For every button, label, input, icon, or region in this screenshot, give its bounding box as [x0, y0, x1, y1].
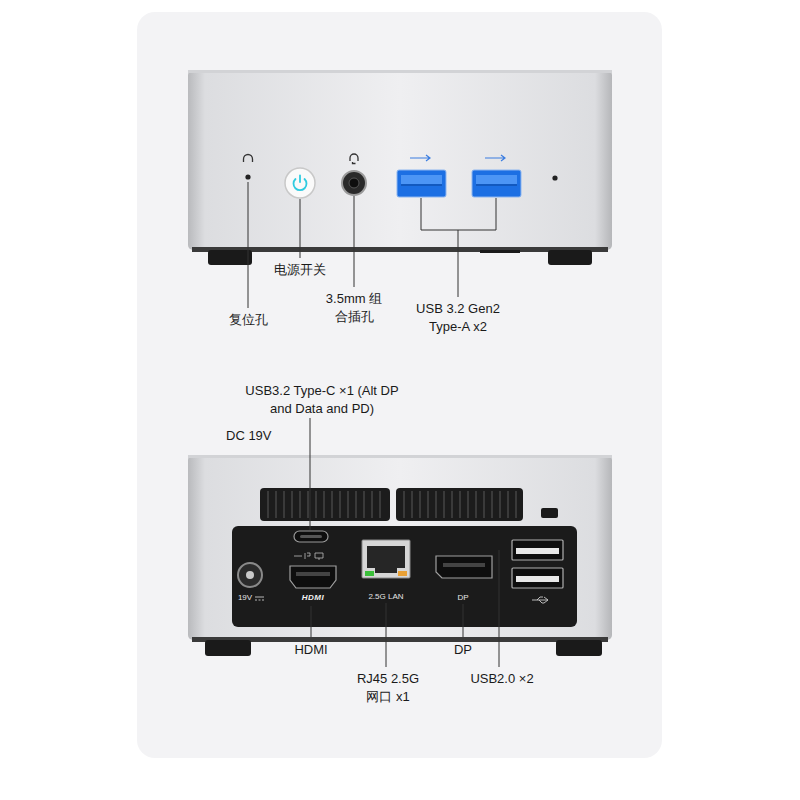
power-button-part: [285, 168, 315, 198]
leader-line-part: [248, 182, 249, 308]
usb-a-port-part: [476, 184, 517, 186]
part-label: 电源开关: [274, 261, 326, 279]
front-housing-part: [548, 250, 592, 265]
status-led: [552, 175, 557, 180]
leader-line-part: [421, 198, 496, 230]
reset-hole: [244, 155, 253, 180]
dp-port: [436, 556, 492, 578]
dc-jack-part: [246, 571, 254, 579]
audio-jack-part: [349, 178, 359, 188]
leader-line-part: [499, 550, 500, 667]
rj45-port-part: [362, 540, 410, 578]
air-vent-part: [268, 491, 516, 518]
usb-a-port-part: [485, 155, 505, 161]
usb2-port-part: [512, 540, 563, 560]
dc-jack-part: [238, 563, 262, 587]
hdmi-port-part: [296, 572, 330, 576]
rj45-port-part: [365, 571, 374, 576]
part-label: RJ45 2.5G 网口 x1: [350, 670, 426, 706]
background-panel: [137, 12, 662, 758]
dp-port-part: [436, 556, 492, 578]
part-label: HDMI: [294, 641, 327, 659]
reset-hole-part: [244, 155, 253, 163]
part-label: 复位孔: [229, 311, 268, 329]
dp-port-part: [443, 563, 485, 567]
back-housing-part: [188, 455, 612, 640]
port-marking: 2.5G LAN: [368, 593, 403, 602]
port-marking: HDMI: [302, 594, 324, 603]
power-button: [285, 168, 315, 198]
audio-jack: [342, 154, 366, 195]
usb-a-port-part: [476, 175, 517, 184]
audio-jack-part: [350, 154, 358, 164]
hdmi-port: [290, 566, 336, 588]
part-label: USB 3.2 Gen2 Type-A x2: [406, 300, 510, 336]
rj45-port-part: [367, 546, 405, 573]
lock-slot: [541, 508, 558, 518]
front-housing-part: [480, 250, 520, 253]
front-housing: [188, 70, 612, 265]
front-housing-part: [192, 247, 608, 252]
usb-a-port-part: [401, 184, 442, 186]
io-panel: [232, 526, 577, 627]
usb-a-port-part: [401, 175, 442, 184]
leader-line-part: [463, 604, 464, 637]
usb-c-port-part: [300, 535, 322, 538]
back-housing-part: [192, 637, 608, 642]
power-button-part: [299, 176, 301, 183]
part-label: 3.5mm 组合插孔: [322, 290, 386, 326]
rj45-port: [362, 540, 410, 578]
usb-c-port-part: [294, 531, 328, 542]
part-label: DC 19V: [226, 427, 272, 445]
usb-a-port: [397, 155, 446, 197]
hdmi-port-part: [290, 566, 336, 588]
usb2-port-part: [512, 568, 563, 588]
rj45-port-part: [398, 571, 407, 576]
leader-line-part: [311, 606, 312, 637]
leader-line: [310, 418, 499, 667]
audio-jack-part: [342, 171, 366, 195]
port-marking: 19V: [238, 594, 252, 603]
usb2-port-part: [516, 576, 559, 582]
dc-jack-part: [255, 597, 264, 600]
usb-a-port-part: [397, 170, 446, 197]
front-housing-part: [188, 70, 612, 250]
port-marking: DP: [457, 594, 468, 603]
usb-c-port-part: [294, 553, 323, 560]
usb2-port: [512, 540, 563, 603]
part-label: DP: [454, 641, 472, 659]
back-housing-part: [188, 455, 612, 458]
leader-line-part: [310, 418, 311, 530]
usb2-port-part: [516, 548, 559, 554]
part-label: USB3.2 Type-C ×1 (Alt DP and Data and PD…: [236, 382, 408, 418]
part-label: USB2.0 ×2: [470, 670, 533, 688]
reset-hole-part: [245, 174, 250, 179]
back-housing-part: [556, 640, 602, 656]
front-housing-part: [208, 250, 252, 265]
front-housing-part: [188, 70, 612, 73]
leader-line-part: [386, 603, 387, 667]
back-housing-part: [205, 640, 251, 656]
back-housing: [188, 455, 612, 656]
usb-c-port: [294, 531, 328, 560]
leader-line-part: [354, 196, 355, 287]
usb-a-port-part: [472, 170, 521, 197]
air-vent: [260, 488, 523, 521]
usb-a-port-part: [410, 155, 430, 161]
usb2-port-part: [532, 597, 548, 603]
leader-line-part: [458, 230, 459, 297]
leader-line: [248, 182, 496, 308]
leader-line-part: [300, 199, 301, 258]
usb-a-port: [472, 155, 521, 197]
